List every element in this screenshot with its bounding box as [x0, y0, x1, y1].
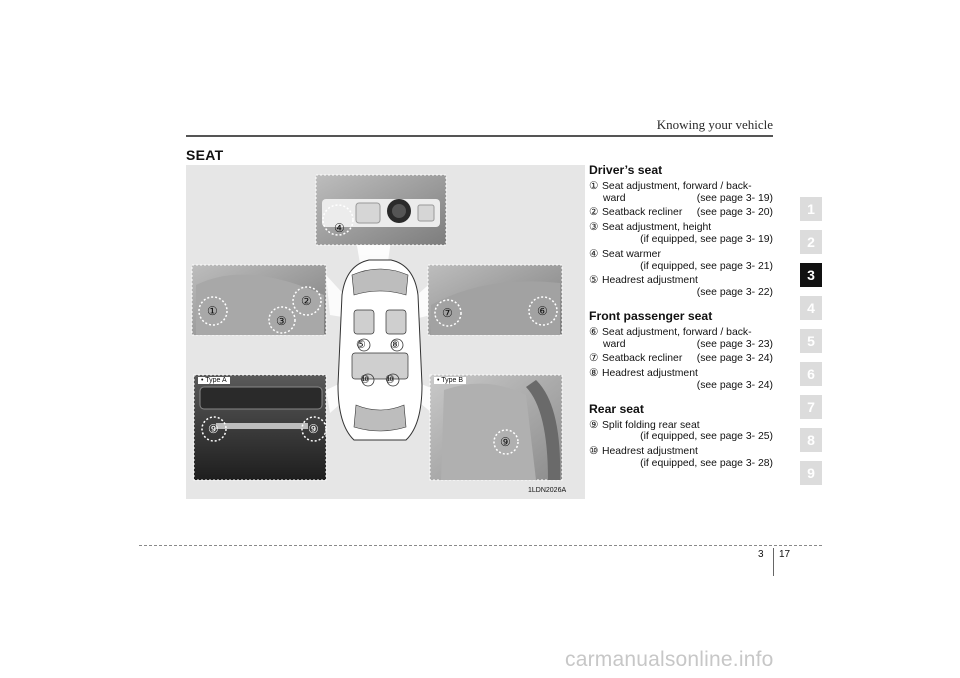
- footer-rule: [139, 545, 822, 546]
- chapter-tab-5[interactable]: 5: [800, 329, 822, 353]
- chapter-tab-1[interactable]: 1: [800, 197, 822, 221]
- passenger-seat-panel: [427, 264, 563, 336]
- section-title: SEAT: [186, 147, 224, 163]
- callout-4: ④: [334, 221, 345, 235]
- rear-seat-type-a-panel: [193, 374, 327, 481]
- figure-code: 1LDN2026A: [528, 487, 567, 494]
- chapter-tab-2[interactable]: 2: [800, 230, 822, 254]
- callout-9-type-b: ⑨: [500, 435, 511, 449]
- chapter-tab-6[interactable]: 6: [800, 362, 822, 386]
- drivers-seat-heading: Driver’s seat: [589, 163, 663, 177]
- rear-seat-type-b-panel: [429, 374, 563, 481]
- running-header: Knowing your vehicle: [656, 117, 773, 132]
- callout-2: ②: [301, 294, 312, 308]
- chapter-tab-4[interactable]: 4: [800, 296, 822, 320]
- front-passenger-seat-heading: Front passenger seat: [589, 308, 713, 323]
- callout-10-car-left: ⑩: [360, 374, 370, 386]
- chapter-tab-9[interactable]: 9: [800, 461, 822, 485]
- watermark: carmanualsonline.info: [565, 648, 774, 671]
- callout-10-car-right: ⑩: [385, 374, 395, 386]
- callout-7: ⑦: [442, 306, 453, 320]
- footer-chapter-number: 3: [758, 549, 764, 560]
- chapter-tab-8[interactable]: 8: [800, 428, 822, 452]
- callout-9-type-a-right: ⑨: [308, 422, 319, 436]
- chapter-tab-7[interactable]: 7: [800, 395, 822, 419]
- seat-warmer-panel: [315, 174, 447, 246]
- rear-seat-heading: Rear seat: [589, 401, 644, 416]
- callout-6: ⑥: [537, 304, 548, 318]
- driver-seat-panel: [191, 264, 327, 336]
- car-top-view: [337, 259, 423, 441]
- callout-1: ①: [207, 304, 218, 318]
- header-rule: [186, 135, 773, 137]
- type-a-label: • Type A: [198, 377, 230, 384]
- callout-8-car: ⑧: [390, 339, 400, 351]
- footer-page-number: 17: [779, 549, 791, 560]
- seat-diagram-svg: [191, 174, 563, 481]
- callout-3: ③: [276, 314, 287, 328]
- chapter-tab-3-active[interactable]: 3: [800, 263, 822, 287]
- footer-divider: [773, 548, 774, 576]
- seat-illustration: ④ ① ② ③ ⑦ ⑥ ⑤ ⑧ ⑩ ⑩ ⑨ ⑨ ⑨ • Type A • Typ…: [186, 165, 585, 499]
- callout-5-car: ⑤: [356, 339, 366, 351]
- callout-9-type-a-left: ⑨: [208, 422, 219, 436]
- type-b-label: • Type B: [434, 377, 467, 384]
